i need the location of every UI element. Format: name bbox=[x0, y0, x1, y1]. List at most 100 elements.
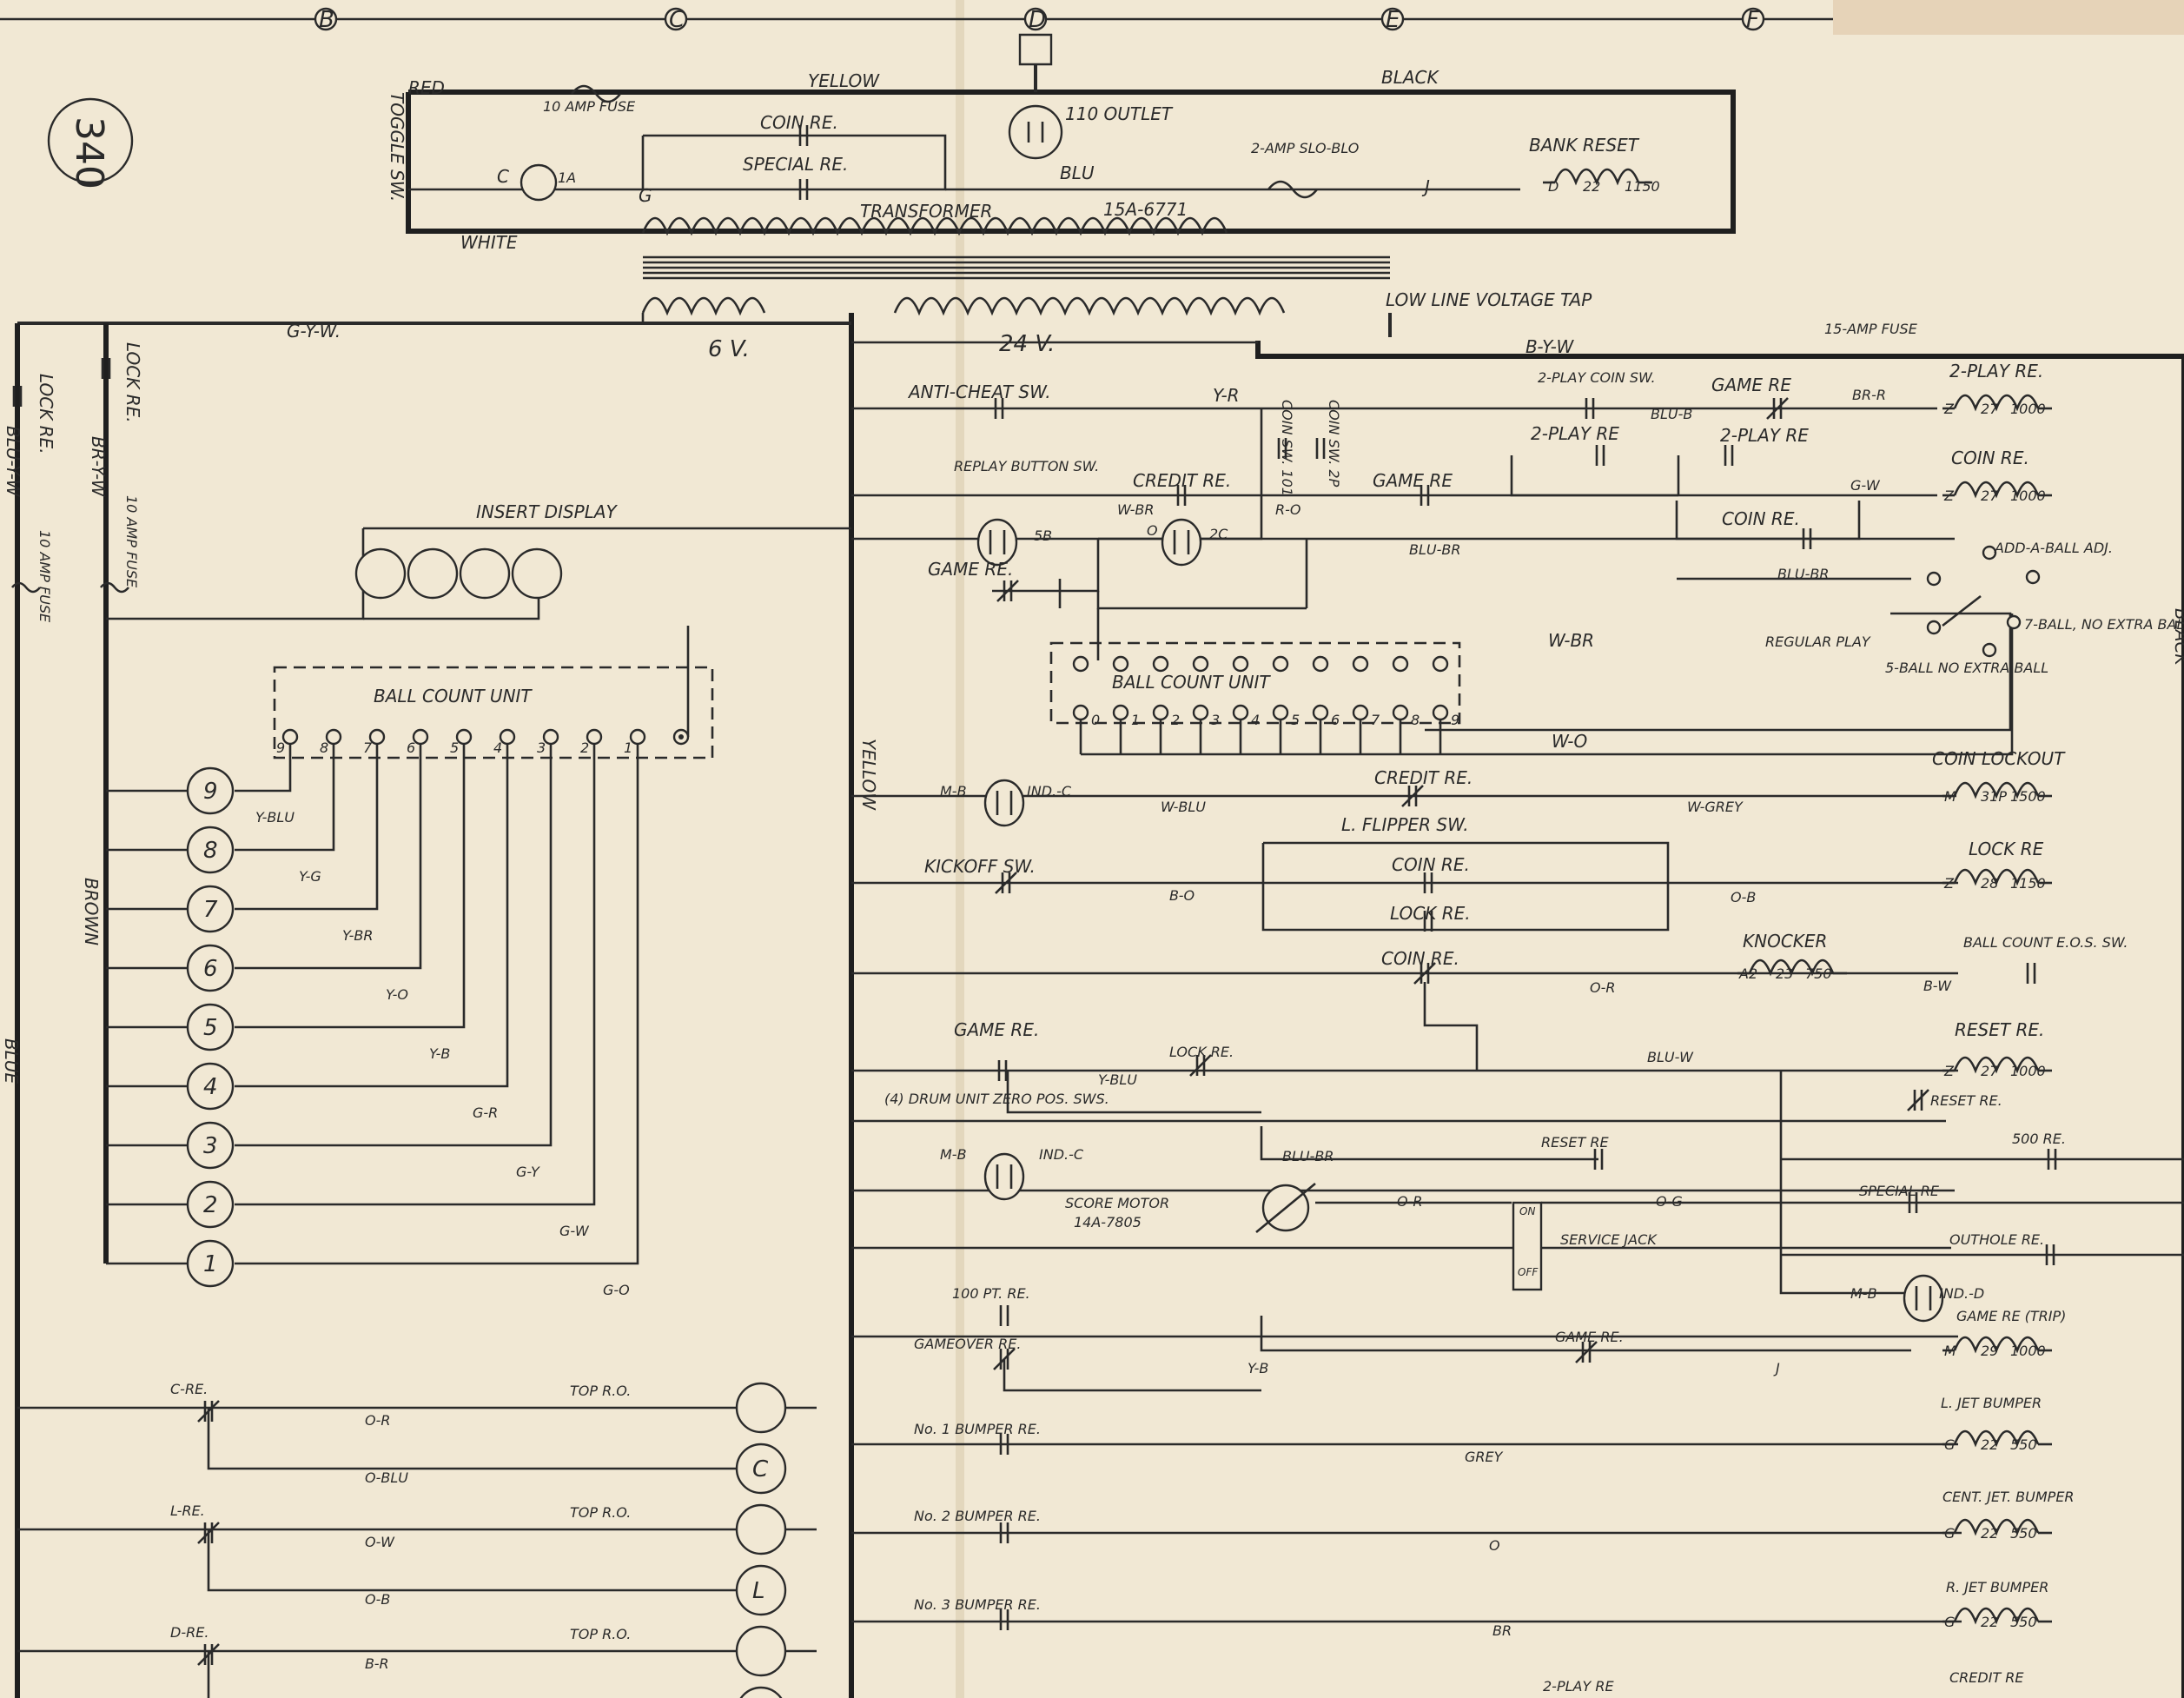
outlet-plug bbox=[1018, 33, 1053, 66]
bcu-contact-number: 5 bbox=[450, 740, 459, 756]
page-number-badge: 340 bbox=[47, 97, 134, 189]
label-game-re-3: GAME RE. bbox=[928, 559, 1013, 580]
bcu-contact bbox=[629, 728, 646, 746]
rollover-relay-contact bbox=[197, 1400, 220, 1423]
contact-slash bbox=[1766, 397, 1789, 420]
lamp-bulb bbox=[186, 766, 235, 815]
ball-lamp bbox=[186, 1003, 235, 1051]
section-marker-f: F bbox=[1746, 7, 1760, 33]
transformer-label: TRANSFORMER bbox=[860, 201, 992, 222]
yellow-bus-label: YELLOW bbox=[858, 739, 879, 811]
bcu2-top-contact bbox=[1072, 655, 1089, 673]
bcu-contact-number: 1 bbox=[624, 740, 632, 756]
bcu2-bottom-contact bbox=[1352, 704, 1369, 721]
label-w-blu: W-BLU bbox=[1161, 799, 1206, 815]
label-r-o: R-O bbox=[1275, 501, 1300, 518]
rollover-label: TOP R.O. bbox=[570, 1626, 631, 1642]
regular-play-line bbox=[1425, 612, 2012, 732]
label-mb-ind-c-2: M-B bbox=[940, 1146, 967, 1163]
bcu2-bottom-contact bbox=[1112, 704, 1129, 721]
w-o-line bbox=[1081, 614, 2014, 756]
power-loop bbox=[406, 90, 1736, 234]
label-ind-d: IND.-D bbox=[1939, 1285, 1984, 1302]
kickoff-contact bbox=[995, 872, 1017, 894]
ball-count-unit-label: BALL COUNT UNIT bbox=[374, 686, 533, 706]
ball-lamp-wire-label: G-O bbox=[603, 1282, 630, 1298]
ball-lamp-wire-label: Y-B bbox=[429, 1045, 450, 1062]
coin-re-branch bbox=[1675, 501, 1861, 541]
rollover-lamp bbox=[735, 1625, 787, 1677]
label-w-grey: W-GREY bbox=[1687, 799, 1744, 815]
wire-label-yellow: YELLOW bbox=[808, 70, 880, 91]
relay-coil-knocker bbox=[1737, 958, 1847, 977]
label-regular-play: REGULAR PLAY bbox=[1765, 633, 1871, 650]
coil-turns: 1500 bbox=[2010, 788, 2046, 805]
lamp-bulb bbox=[186, 1180, 235, 1229]
label-blu-br-2: BLU-BR bbox=[1777, 566, 1829, 582]
bcu2-contact-number: 4 bbox=[1251, 712, 1260, 728]
special-relay-label: SPECIAL RE. bbox=[743, 154, 848, 175]
coil-turns: 1000 bbox=[2010, 1343, 2046, 1359]
fuse-left bbox=[99, 581, 130, 594]
label-w-o: W-O bbox=[1552, 731, 1587, 752]
bcu-contact bbox=[281, 728, 299, 746]
relay-coil-ljet bbox=[1942, 1429, 2052, 1448]
drum-unit-line bbox=[1260, 1126, 1598, 1161]
section-marker-bar: B C D E F bbox=[0, 7, 1833, 33]
bank-reset-coil-gauge: 22 bbox=[1583, 178, 1600, 195]
rollover-relay-contact bbox=[197, 1643, 220, 1666]
outlet-label: 110 OUTLET bbox=[1065, 103, 1174, 124]
coin-re-2-contact bbox=[1802, 528, 1812, 549]
lamp-bulb bbox=[186, 885, 235, 933]
label-reset-re-1: RESET RE bbox=[1541, 1134, 1609, 1151]
contact-slash bbox=[1575, 1341, 1598, 1363]
label-fuse15: 15-AMP FUSE bbox=[1824, 321, 1918, 337]
hundred-pt-contact bbox=[999, 1305, 1009, 1326]
bcu2-top-contact bbox=[1312, 655, 1329, 673]
bcu2-top-contact bbox=[1392, 655, 1409, 673]
wire-label-g: G bbox=[639, 185, 652, 206]
ball-lamp-wire-label: Y-BR bbox=[342, 927, 373, 944]
label-no2-bumper: No. 2 BUMPER RE. bbox=[914, 1508, 1041, 1524]
wire-label-white: WHITE bbox=[460, 232, 518, 253]
bcu2-contact-number: 1 bbox=[1131, 712, 1140, 728]
bcu-contact bbox=[455, 728, 473, 746]
label-blu-b: BLU-B bbox=[1651, 406, 1692, 422]
relay-coil-lockout bbox=[1942, 781, 2052, 799]
coil-winding bbox=[1748, 958, 1835, 977]
coil-gauge: 23 bbox=[1776, 965, 1793, 982]
ball-lamp-wire bbox=[235, 744, 509, 1088]
ball-lamp-number: 1 bbox=[203, 1251, 218, 1277]
label-game-re-1: GAME RE bbox=[1711, 375, 1791, 395]
ball-lamp-number: 3 bbox=[203, 1133, 218, 1159]
adjust-terminal bbox=[1926, 620, 1942, 635]
bcu-contact bbox=[368, 728, 386, 746]
coin-re-4-branch bbox=[1423, 982, 1479, 1071]
ball-count-unit-box bbox=[273, 666, 714, 759]
bcu2-bottom-contact bbox=[1152, 704, 1169, 721]
coil-turns: 550 bbox=[2010, 1525, 2037, 1542]
slo-blo-fuse bbox=[1267, 180, 1319, 199]
bcu-contact-number: 7 bbox=[363, 740, 373, 756]
label-w-br-2: W-BR bbox=[1548, 630, 1594, 651]
bcu2-top-contact bbox=[1112, 655, 1129, 673]
label-ball-count-eos: BALL COUNT E.O.S. SW. bbox=[1963, 934, 2128, 951]
reset-re-1-contact bbox=[1593, 1149, 1604, 1170]
wire-layer bbox=[15, 35, 2184, 1698]
bcu2-contact-number: 8 bbox=[1411, 712, 1420, 728]
page-number: 340 bbox=[67, 116, 111, 189]
relay-coil-2play bbox=[1942, 394, 2052, 412]
label-no1-bumper: No. 1 BUMPER RE. bbox=[914, 1421, 1041, 1437]
bcu2-top-contact bbox=[1352, 655, 1369, 673]
relay-coil-lock bbox=[1942, 868, 2052, 886]
black-24v-bus bbox=[1255, 341, 2184, 359]
bulb-body bbox=[1161, 518, 1202, 567]
bcu-contact bbox=[586, 728, 603, 746]
label-b-w: B-W bbox=[1923, 978, 1952, 994]
insert-display-label: INSERT DISPLAY bbox=[476, 501, 619, 522]
drum-branch bbox=[1006, 1071, 1261, 1114]
label-lock-re-coil: LOCK RE bbox=[1969, 839, 2044, 859]
bcu2-bottom-contact bbox=[1232, 704, 1249, 721]
bcu-contact bbox=[542, 728, 559, 746]
bcu-contact-number: 8 bbox=[320, 740, 328, 756]
